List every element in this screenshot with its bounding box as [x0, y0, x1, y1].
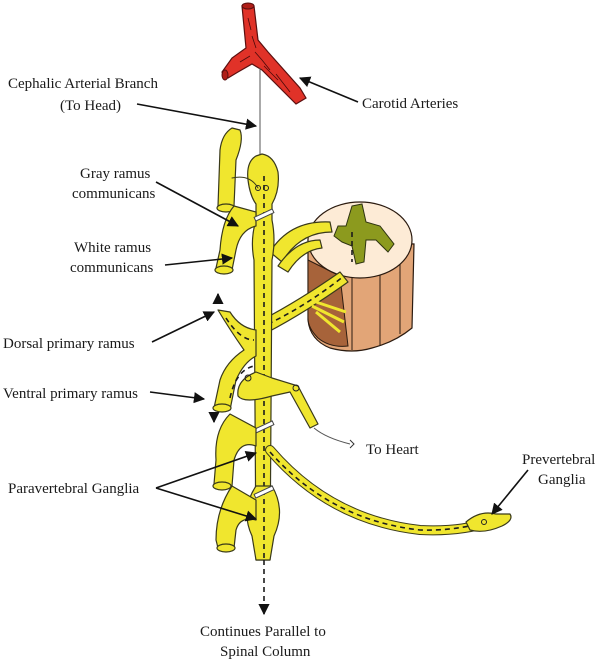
- white-ramus-label-line1: White ramus: [74, 240, 151, 256]
- gray-ramus-label-line1: Gray ramus: [80, 166, 151, 182]
- gray-ramus-arrow: [155, 181, 239, 227]
- to-heart-line: [313, 427, 351, 445]
- white-ramus-label-line2: communicans: [70, 260, 153, 276]
- paravertebral-arrow-lower: [155, 487, 258, 522]
- dorsal-ramus-label: Dorsal primary ramus: [3, 336, 135, 352]
- prevertebral-arrow: [491, 469, 529, 515]
- dorsal-ventral-rami: [208, 292, 319, 434]
- spinal-nerve-roots: [261, 221, 349, 334]
- continues-label-line1: Continues Parallel to: [200, 624, 326, 640]
- cephalic-arrow: [136, 103, 258, 130]
- ventral-ramus-arrow: [149, 391, 206, 404]
- to-heart-tick: [349, 439, 355, 449]
- to-heart-label: To Heart: [366, 442, 420, 458]
- cephalic-label-line1: Cephalic Arterial Branch: [8, 76, 158, 92]
- lower-rami: [212, 413, 275, 553]
- prevertebral-label-line2: Ganglia: [538, 472, 586, 488]
- carotid-arteries: [221, 2, 307, 105]
- dorsal-ramus-arrow: [151, 311, 216, 343]
- carotid-arrow: [298, 76, 359, 103]
- paravertebral-label: Paravertebral Ganglia: [8, 481, 140, 497]
- white-ramus-arrow: [164, 253, 234, 266]
- ventral-ramus-label: Ventral primary ramus: [3, 386, 138, 402]
- prevertebral-ganglion-shape: [465, 512, 512, 532]
- gray-ramus-label-line2: communicans: [72, 186, 155, 202]
- carotid-label: Carotid Arteries: [362, 96, 458, 112]
- cephalic-label-line2: (To Head): [60, 98, 121, 114]
- splanchnic-nerve: [265, 445, 512, 536]
- prevertebral-label-line1: Prevertebral: [522, 452, 595, 468]
- paravertebral-arrow-upper: [155, 451, 258, 489]
- continues-label-line2: Spinal Column: [220, 644, 311, 660]
